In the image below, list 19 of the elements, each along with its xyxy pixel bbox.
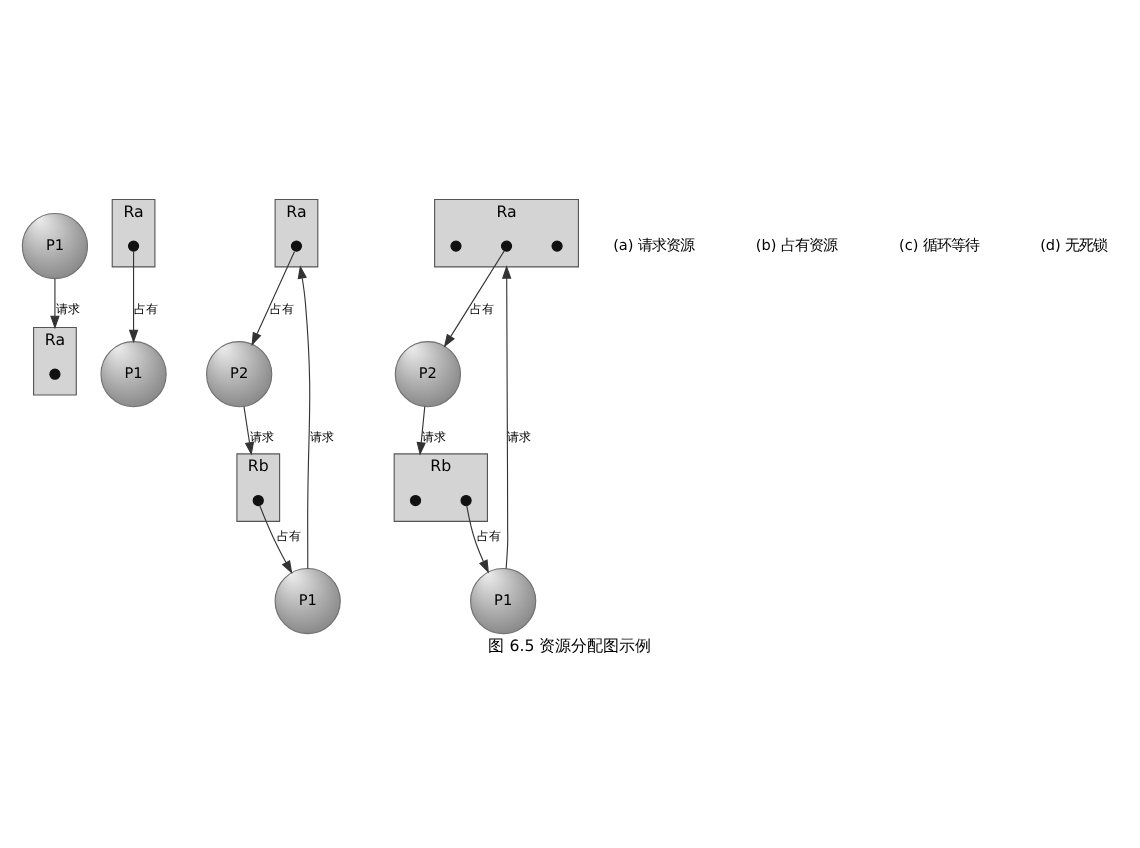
arrow bbox=[466, 504, 489, 573]
node-circle bbox=[409, 493, 422, 506]
node-circle bbox=[252, 493, 264, 506]
arrow bbox=[243, 405, 255, 455]
node-circle bbox=[290, 239, 303, 251]
arrow bbox=[50, 277, 60, 329]
arrow bbox=[251, 249, 296, 345]
arrow bbox=[259, 504, 293, 574]
node-circle bbox=[460, 493, 472, 506]
arrow bbox=[416, 405, 426, 455]
node-circle bbox=[551, 239, 563, 251]
arrow bbox=[128, 249, 139, 343]
node-circle bbox=[450, 239, 462, 251]
arrow bbox=[501, 264, 512, 569]
node-circle bbox=[127, 239, 140, 251]
arrow bbox=[443, 249, 505, 347]
node-circle bbox=[500, 239, 513, 251]
node-circle bbox=[49, 367, 61, 379]
arrow bbox=[297, 264, 311, 568]
